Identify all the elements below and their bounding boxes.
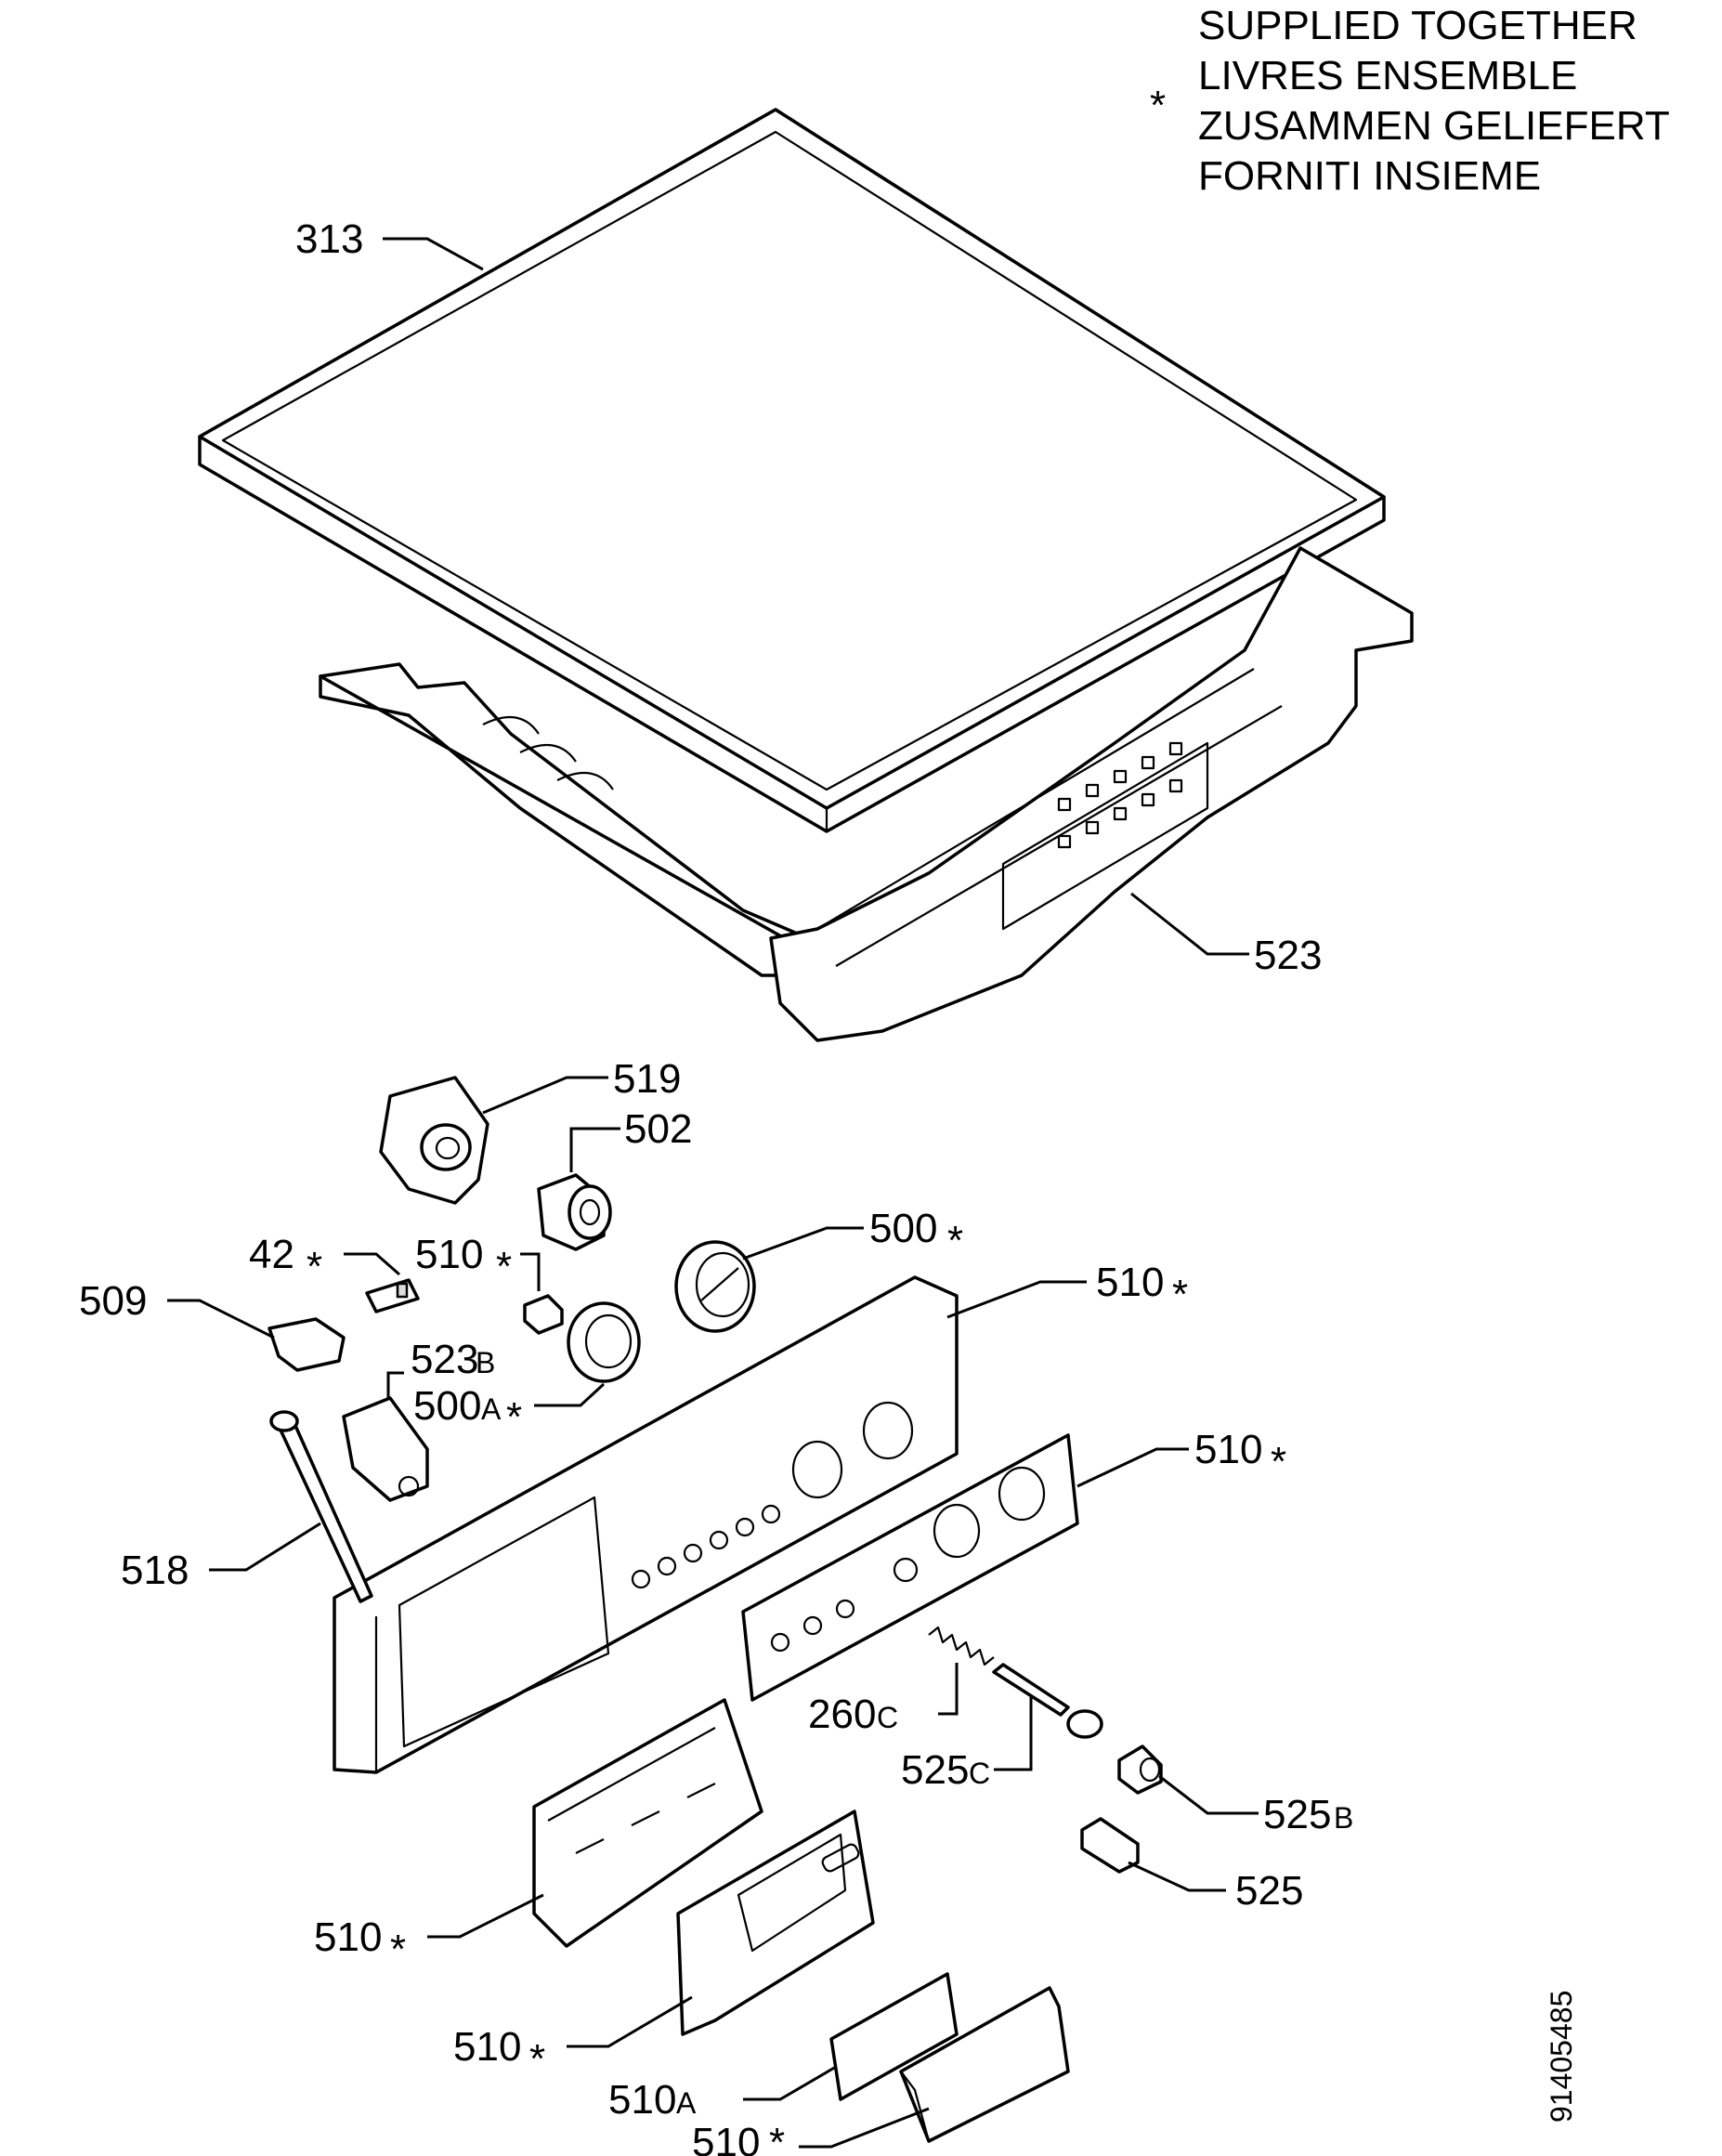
leader-525b	[1158, 1774, 1259, 1815]
part-510a-insert	[829, 1972, 959, 2101]
part-502-insert	[537, 1173, 612, 1251]
part-519-cam	[379, 1076, 489, 1205]
part-260c-spring	[928, 1626, 995, 1666]
legend-marker: *	[1150, 83, 1166, 128]
label-502: 502	[624, 1106, 692, 1152]
label-313: 313	[295, 216, 363, 262]
part-523-frame	[319, 546, 1414, 1042]
label-523b: 523	[411, 1337, 478, 1382]
label-500: 500	[869, 1206, 937, 1251]
label-518: 518	[121, 1548, 189, 1593]
legend-line-3: ZUSAMMEN GELIEFERT	[1198, 103, 1670, 149]
part-510-drawer	[532, 1698, 763, 1948]
star-42: *	[307, 1244, 322, 1289]
part-510-spacer	[523, 1294, 564, 1335]
leader-523	[1130, 892, 1249, 956]
label-510-plate: 510	[1194, 1427, 1262, 1472]
part-525b-cap	[1117, 1744, 1163, 1795]
part-510-control-panel	[333, 1275, 959, 1774]
leader-510a	[743, 2065, 837, 2101]
part-518-rod	[269, 1410, 373, 1603]
label-525b: 525	[1263, 1792, 1331, 1837]
part-500-knob	[674, 1240, 756, 1333]
label-525: 525	[1235, 1868, 1303, 1914]
label-260c-suffix: C	[877, 1701, 898, 1734]
label-510-handle: 510	[692, 2120, 760, 2156]
part-500a-knob	[567, 1301, 641, 1383]
leader-510-front	[567, 1995, 693, 2048]
leader-519	[482, 1076, 608, 1115]
star-510-panel: *	[1172, 1272, 1188, 1317]
leader-509	[167, 1299, 275, 1339]
leader-518	[209, 1522, 321, 1572]
legend-line-1: SUPPLIED TOGETHER	[1198, 3, 1637, 48]
label-260c: 260	[808, 1692, 876, 1737]
leader-510-plate	[1076, 1447, 1189, 1488]
label-523: 523	[1254, 933, 1322, 978]
star-510-drawer: *	[390, 1927, 406, 1972]
leader-502	[569, 1127, 620, 1172]
label-510-drawer: 510	[314, 1914, 382, 1960]
part-313-worktop	[198, 108, 1386, 833]
part-510-plate	[741, 1433, 1079, 1702]
label-525c: 525	[901, 1747, 969, 1793]
star-510-handle: *	[769, 2120, 785, 2156]
part-523b-latch	[342, 1396, 429, 1502]
leader-500a	[534, 1382, 606, 1407]
legend: * SUPPLIED TOGETHER LIVRES ENSEMBLE ZUSA…	[1150, 3, 1670, 199]
label-523b-suffix: B	[476, 1346, 495, 1379]
leader-523b	[386, 1371, 404, 1398]
star-510-spacer: *	[496, 1244, 512, 1289]
leader-525c	[994, 1695, 1033, 1771]
label-510-panel: 510	[1096, 1260, 1164, 1305]
leader-42	[344, 1252, 400, 1276]
leader-260c	[938, 1663, 959, 1716]
part-510-handle	[899, 1986, 1070, 2143]
part-509-lever	[267, 1317, 346, 1372]
label-500a-suffix: A	[481, 1392, 502, 1426]
label-510a: 510	[608, 2077, 676, 2123]
label-42: 42	[249, 1232, 294, 1277]
star-510-front: *	[529, 2036, 545, 2082]
part-510-drawer-front	[676, 1810, 875, 2036]
label-510-spacer: 510	[415, 1232, 483, 1277]
label-519: 519	[613, 1056, 681, 1102]
leader-500	[742, 1226, 864, 1261]
part-42-switch	[365, 1278, 420, 1313]
part-525c-shaft	[992, 1663, 1103, 1739]
label-500a: 500	[413, 1383, 481, 1429]
legend-line-4: FORNITI INSIEME	[1198, 153, 1541, 199]
drawing-number: 91405485	[1545, 1991, 1578, 2123]
label-525c-suffix: C	[969, 1757, 990, 1790]
star-500a: *	[506, 1394, 522, 1440]
leader-510-spacer	[520, 1252, 541, 1291]
label-525b-suffix: B	[1334, 1801, 1353, 1835]
label-510a-suffix: A	[676, 2086, 697, 2120]
star-500: *	[947, 1218, 963, 1263]
legend-line-2: LIVRES ENSEMBLE	[1198, 53, 1577, 98]
leader-510-handle	[799, 2107, 930, 2149]
star-510-plate: *	[1271, 1439, 1286, 1484]
leader-313	[383, 237, 484, 271]
leader-525	[1128, 1861, 1226, 1892]
leader-510-drawer	[427, 1893, 544, 1939]
leader-510-panel	[946, 1280, 1087, 1319]
part-525-button	[1080, 1817, 1140, 1874]
label-510-front: 510	[453, 2024, 521, 2070]
label-509: 509	[79, 1278, 147, 1324]
